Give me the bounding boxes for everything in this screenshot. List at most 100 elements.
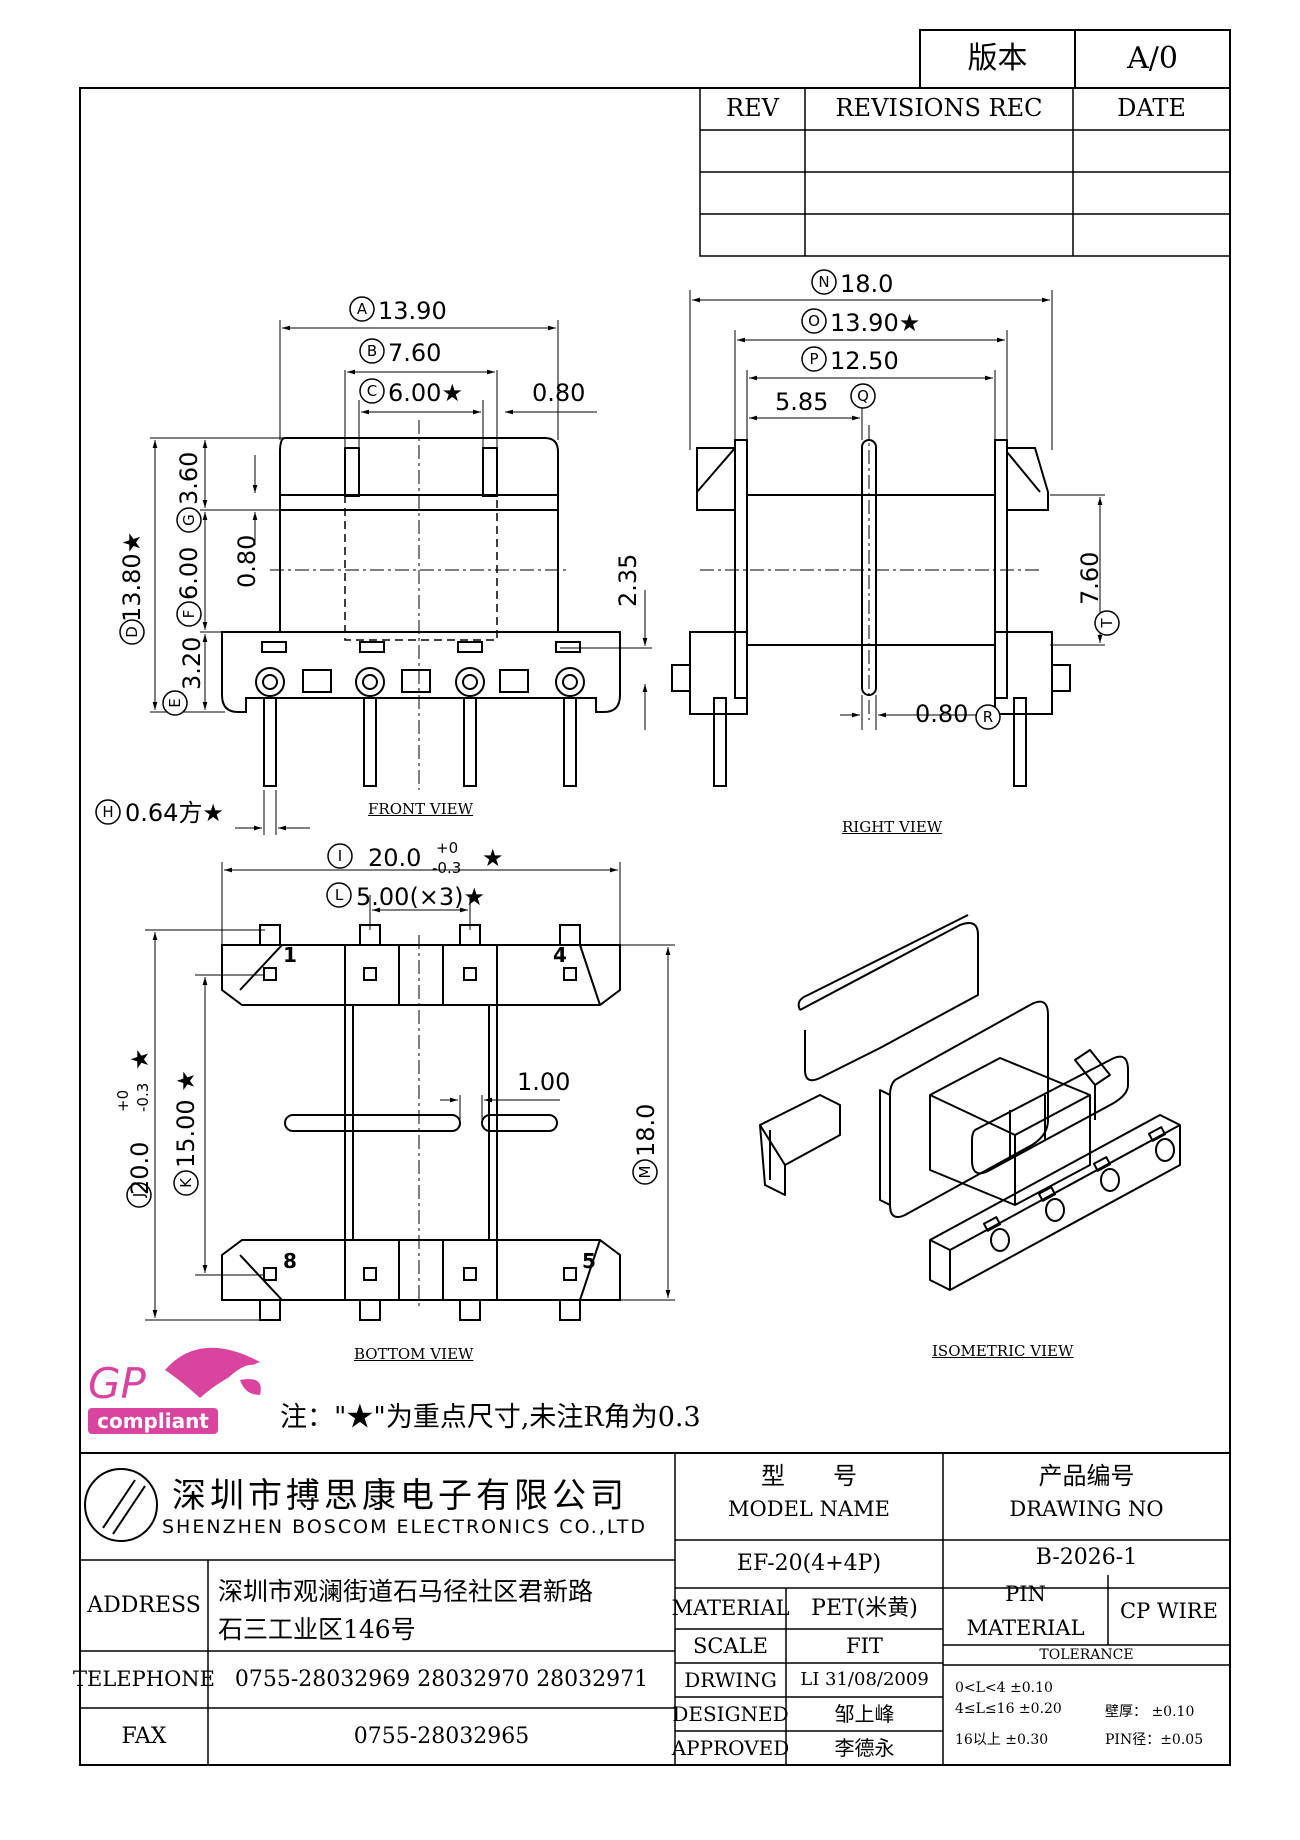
dim-f: 6.00	[175, 547, 203, 600]
svg-text:B: B	[367, 342, 377, 360]
dim-j-tol-plus: +0	[114, 1090, 132, 1112]
dim-t: 7.60	[1076, 552, 1104, 605]
drawing-no-label-en: DRAWING NO	[1009, 1496, 1164, 1521]
version-label: 版本	[967, 40, 1028, 76]
isometric-view-label: ISOMETRIC VIEW	[932, 1342, 1074, 1360]
telephone-label: TELEPHONE	[73, 1667, 215, 1692]
drawing-by-value: LI 31/08/2009	[800, 1668, 929, 1690]
approved-value: 李德永	[834, 1735, 895, 1760]
model-name-label-cn: 型 号	[761, 1462, 857, 1491]
dim-h: 0.64方★	[125, 799, 224, 827]
pin-material-label-1: PIN	[1005, 1581, 1046, 1606]
pin-number-4: 4	[553, 943, 567, 967]
dim-r: 0.80	[915, 700, 968, 728]
svg-text:M: M	[636, 1166, 654, 1179]
svg-text:T: T	[1098, 618, 1116, 629]
svg-text:C: C	[367, 382, 377, 400]
svg-text:A: A	[357, 300, 368, 318]
right-view-label: RIGHT VIEW	[842, 818, 943, 836]
dim-i-tol-plus: +0	[436, 839, 458, 857]
tolerance-label: TOLERANCE	[1039, 1646, 1134, 1663]
svg-text:G: G	[180, 514, 198, 526]
bottom-view-drawing	[221, 924, 621, 1321]
pin-numbers: 1 4 8 5	[283, 943, 596, 1273]
scale-value: FIT	[846, 1633, 883, 1658]
dim-front-080: 0.80	[233, 535, 261, 588]
title-block-grid	[80, 1452, 1230, 1765]
dim-i-star: ★	[482, 844, 504, 872]
drawing-no-value: B-2026-1	[1035, 1544, 1138, 1570]
version-value: A/0	[1127, 40, 1178, 76]
dim-c-right: 0.80	[532, 379, 585, 407]
dim-j-star: ★	[126, 1048, 154, 1070]
pin-number-5: 5	[582, 1249, 596, 1273]
bottom-view-label: BOTTOM VIEW	[354, 1345, 474, 1363]
tolerance-line-2a: 4≤L≤16 ±0.20	[955, 1701, 1062, 1717]
address-line-2: 石三工业区146号	[218, 1615, 416, 1644]
svg-text:Q: Q	[857, 387, 869, 405]
compliant-logo-text: compliant	[97, 1409, 209, 1433]
drawing-border	[79, 87, 1231, 1766]
model-name-value: EF-20(4+4P)	[736, 1551, 882, 1577]
pin-number-1: 1	[283, 943, 297, 967]
dim-n: 18.0	[840, 270, 893, 298]
material-value: PET(米黄)	[811, 1595, 918, 1621]
pin-number-8: 8	[283, 1249, 297, 1273]
gp-logo-text: GP	[88, 1359, 147, 1408]
svg-text:F: F	[180, 610, 198, 619]
dim-b: 7.60	[388, 339, 441, 367]
dim-j: 20.0	[126, 1142, 154, 1195]
dim-c: 6.00★	[388, 379, 463, 407]
date-header: DATE	[1117, 94, 1186, 123]
dimension-marker-letters: A B C D F G E H N O P Q T R I L J K M	[102, 273, 1116, 1198]
dim-o: 13.90★	[830, 309, 920, 337]
dim-front-235: 2.35	[614, 554, 642, 607]
approved-label: APPROVED	[671, 1735, 790, 1760]
dim-m: 18.0	[632, 1104, 660, 1157]
dim-q: 5.85	[775, 388, 828, 416]
designed-value: 邹上峰	[834, 1701, 895, 1726]
drawing-by-label: DRWING	[684, 1667, 777, 1692]
dim-i-tol-minus: -0.3	[432, 859, 461, 877]
fax-label: FAX	[121, 1723, 167, 1749]
right-view-drawing	[671, 425, 1071, 787]
address-label: ADDRESS	[87, 1592, 201, 1618]
revision-table-grid	[699, 87, 1231, 257]
svg-text:I: I	[338, 847, 342, 865]
dim-g: 3.60	[175, 452, 203, 505]
telephone-value: 0755-28032969 28032970 28032971	[234, 1666, 649, 1692]
tolerance-line-2b: 壁厚： ±0.10	[1105, 1704, 1195, 1720]
front-view-drawing	[221, 420, 621, 790]
svg-text:D: D	[123, 626, 141, 638]
svg-text:K: K	[177, 1177, 195, 1188]
svg-text:L: L	[335, 886, 344, 904]
tolerance-line-3a: 16以上 ±0.30	[955, 1732, 1049, 1748]
material-label: MATERIAL	[671, 1596, 790, 1621]
scale-label: SCALE	[693, 1633, 768, 1658]
svg-text:H: H	[102, 803, 113, 821]
tolerance-line-3b: PIN径：±0.05	[1105, 1732, 1204, 1748]
dim-d: 13.80★	[118, 532, 146, 622]
dimension-values: 13.90 7.60 6.00★ 0.80 13.80★ 6.00 3.60 3…	[114, 270, 1104, 1195]
bottom-view-dimension-lines	[145, 862, 675, 1321]
company-name-cn: 深圳市搏思康电子有限公司	[172, 1476, 628, 1516]
svg-text:J: J	[130, 1193, 148, 1198]
drawing-note: 注："★"为重点尺寸,未注R角为0.3	[280, 1402, 701, 1433]
dim-i: 20.0	[368, 844, 421, 872]
front-view-dimension-lines	[150, 320, 652, 835]
svg-text:R: R	[983, 708, 993, 726]
svg-text:N: N	[818, 273, 829, 291]
pin-material-label-2: MATERIAL	[966, 1615, 1085, 1640]
designed-label: DESIGNED	[672, 1701, 789, 1726]
tolerance-line-1: 0<L<4 ±0.10	[955, 1680, 1053, 1696]
svg-text:E: E	[166, 698, 184, 707]
dim-j-tol-minus: -0.3	[134, 1083, 152, 1112]
drawing-no-label-cn: 产品编号	[1038, 1462, 1135, 1491]
dim-bottom-100: 1.00	[517, 1068, 570, 1096]
revisions-rec-header: REVISIONS REC	[835, 94, 1043, 123]
pin-material-value: CP WIRE	[1120, 1598, 1218, 1623]
company-name-en: SHENZHEN BOSCOM ELECTRONICS CO.,LTD	[162, 1516, 648, 1538]
company-emblem	[84, 1468, 158, 1542]
dim-a: 13.90	[378, 297, 447, 325]
